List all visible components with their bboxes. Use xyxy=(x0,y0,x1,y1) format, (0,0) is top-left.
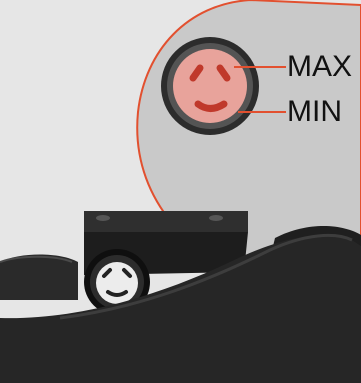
left-lever xyxy=(0,255,78,301)
max-label: MAX xyxy=(287,52,352,82)
min-label: MIN xyxy=(287,97,342,127)
magnified-knob xyxy=(161,37,259,135)
